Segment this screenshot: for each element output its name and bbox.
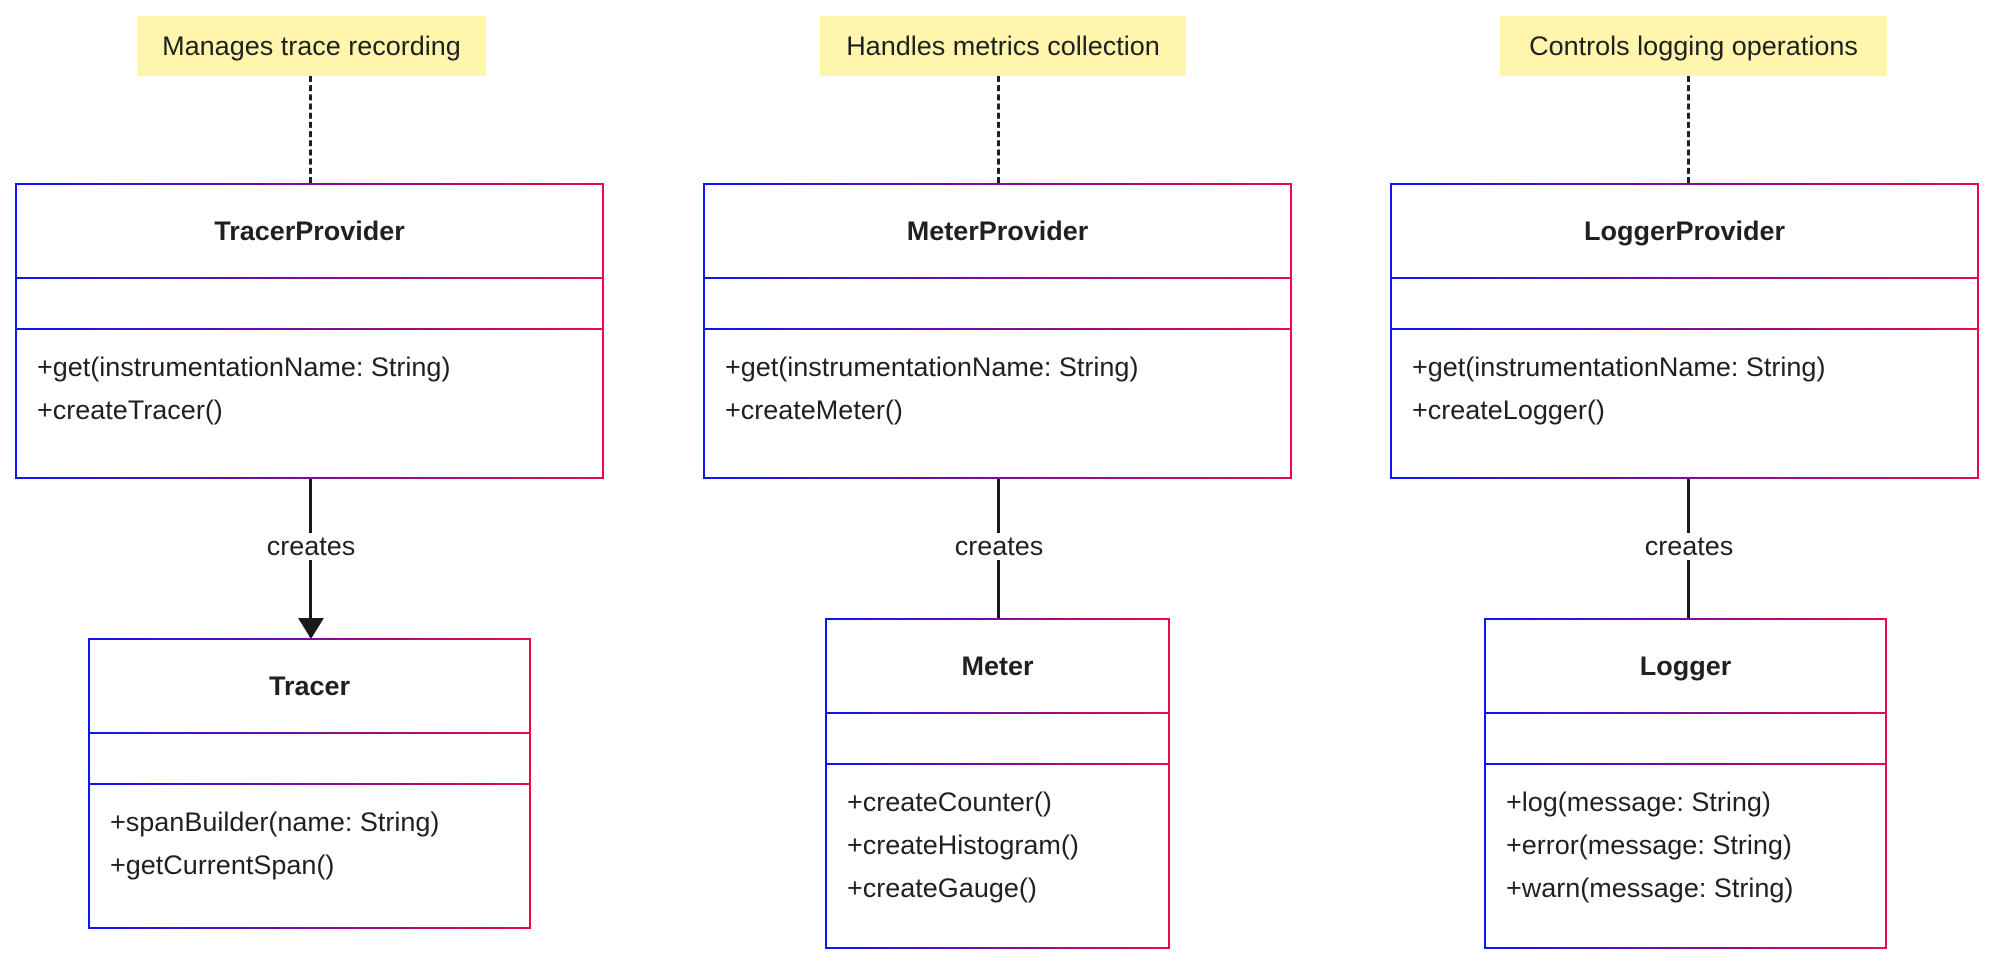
class-methods-meter-provider: +get(instrumentationName: String) +creat… bbox=[705, 329, 1290, 477]
note-text: Controls logging operations bbox=[1529, 30, 1858, 61]
class-method: +createHistogram() bbox=[847, 830, 1079, 860]
class-attributes-tracer bbox=[90, 733, 529, 785]
class-name-label: Logger bbox=[1639, 651, 1732, 681]
note-text: Handles metrics collection bbox=[846, 30, 1160, 61]
class-methods-logger-provider: +get(instrumentationName: String) +creat… bbox=[1392, 329, 1977, 477]
note-handles-metrics-collection: Handles metrics collection bbox=[820, 16, 1186, 76]
note-text: Manages trace recording bbox=[162, 30, 461, 61]
relation-label-creates-meter: creates bbox=[948, 533, 1050, 560]
class-name-label: Tracer bbox=[268, 671, 351, 701]
class-name-label: Meter bbox=[961, 651, 1034, 681]
class-attributes-logger-provider bbox=[1392, 278, 1977, 330]
class-title-meter: Meter bbox=[827, 620, 1168, 714]
class-methods-logger: +log(message: String) +error(message: St… bbox=[1486, 764, 1885, 947]
class-title-tracer: Tracer bbox=[90, 640, 529, 734]
class-title-logger: Logger bbox=[1486, 620, 1885, 714]
relation-label-creates-tracer: creates bbox=[260, 533, 362, 560]
class-attributes-logger bbox=[1486, 713, 1885, 765]
class-box-meter-provider[interactable]: MeterProvider +get(instrumentationName: … bbox=[703, 183, 1292, 479]
class-title-meter-provider: MeterProvider bbox=[705, 185, 1290, 279]
class-attributes-meter-provider bbox=[705, 278, 1290, 330]
note-controls-logging-operations: Controls logging operations bbox=[1500, 16, 1887, 76]
note-connector-tracer bbox=[309, 76, 312, 183]
class-method: +error(message: String) bbox=[1506, 830, 1792, 860]
class-methods-tracer-provider: +get(instrumentationName: String) +creat… bbox=[17, 329, 602, 477]
class-name-label: LoggerProvider bbox=[1583, 216, 1786, 246]
class-name-label: MeterProvider bbox=[906, 216, 1089, 246]
class-method: +get(instrumentationName: String) bbox=[725, 352, 1139, 382]
class-method: +createMeter() bbox=[725, 395, 903, 425]
class-method: +createCounter() bbox=[847, 787, 1052, 817]
class-method: +get(instrumentationName: String) bbox=[1412, 352, 1826, 382]
class-methods-tracer: +spanBuilder(name: String) +getCurrentSp… bbox=[90, 784, 529, 927]
class-name-label: TracerProvider bbox=[214, 216, 405, 246]
relation-arrowhead-tracer bbox=[298, 618, 324, 639]
class-method: +warn(message: String) bbox=[1506, 873, 1794, 903]
class-title-logger-provider: LoggerProvider bbox=[1392, 185, 1977, 279]
class-method: +log(message: String) bbox=[1506, 787, 1771, 817]
class-method: +createLogger() bbox=[1412, 395, 1605, 425]
relation-label-creates-logger: creates bbox=[1638, 533, 1740, 560]
class-attributes-tracer-provider bbox=[17, 278, 602, 330]
class-method: +createTracer() bbox=[37, 395, 223, 425]
note-connector-meter bbox=[997, 76, 1000, 183]
class-box-logger-provider[interactable]: LoggerProvider +get(instrumentationName:… bbox=[1390, 183, 1979, 479]
note-manages-trace-recording: Manages trace recording bbox=[137, 16, 486, 76]
class-box-logger[interactable]: Logger +log(message: String) +error(mess… bbox=[1484, 618, 1887, 949]
class-title-tracer-provider: TracerProvider bbox=[17, 185, 602, 279]
class-method: +spanBuilder(name: String) bbox=[110, 807, 440, 837]
class-method: +getCurrentSpan() bbox=[110, 850, 335, 880]
class-box-meter[interactable]: Meter +createCounter() +createHistogram(… bbox=[825, 618, 1170, 949]
note-connector-logger bbox=[1687, 76, 1690, 183]
class-attributes-meter bbox=[827, 713, 1168, 765]
class-methods-meter: +createCounter() +createHistogram() +cre… bbox=[827, 764, 1168, 947]
class-method: +createGauge() bbox=[847, 873, 1037, 903]
class-box-tracer[interactable]: Tracer +spanBuilder(name: String) +getCu… bbox=[88, 638, 531, 929]
class-method: +get(instrumentationName: String) bbox=[37, 352, 451, 382]
class-box-tracer-provider[interactable]: TracerProvider +get(instrumentationName:… bbox=[15, 183, 604, 479]
